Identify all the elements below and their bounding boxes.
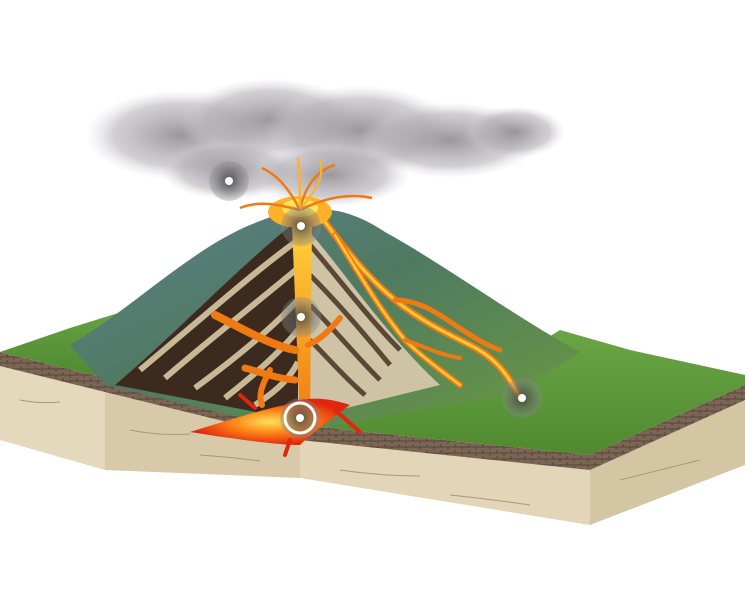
hotspot-layer [209,161,542,438]
lava-flows [316,211,524,402]
ground-block-right [300,385,745,525]
hotspot-dot [518,394,526,402]
hotspot-crater[interactable] [281,206,321,246]
hotspot-dot [297,313,305,321]
hotspot-selected-ring [283,401,317,435]
hotspot-lava-flow[interactable] [502,378,542,418]
ash-cloud [85,78,565,207]
hotspot-ash-cloud[interactable] [209,161,249,201]
hotspot-dot [225,177,233,185]
hotspot-conduit[interactable] [281,297,321,337]
hotspot-magma-chamber[interactable] [280,398,320,438]
hotspot-dot [296,414,304,422]
hotspot-dot [297,222,305,230]
